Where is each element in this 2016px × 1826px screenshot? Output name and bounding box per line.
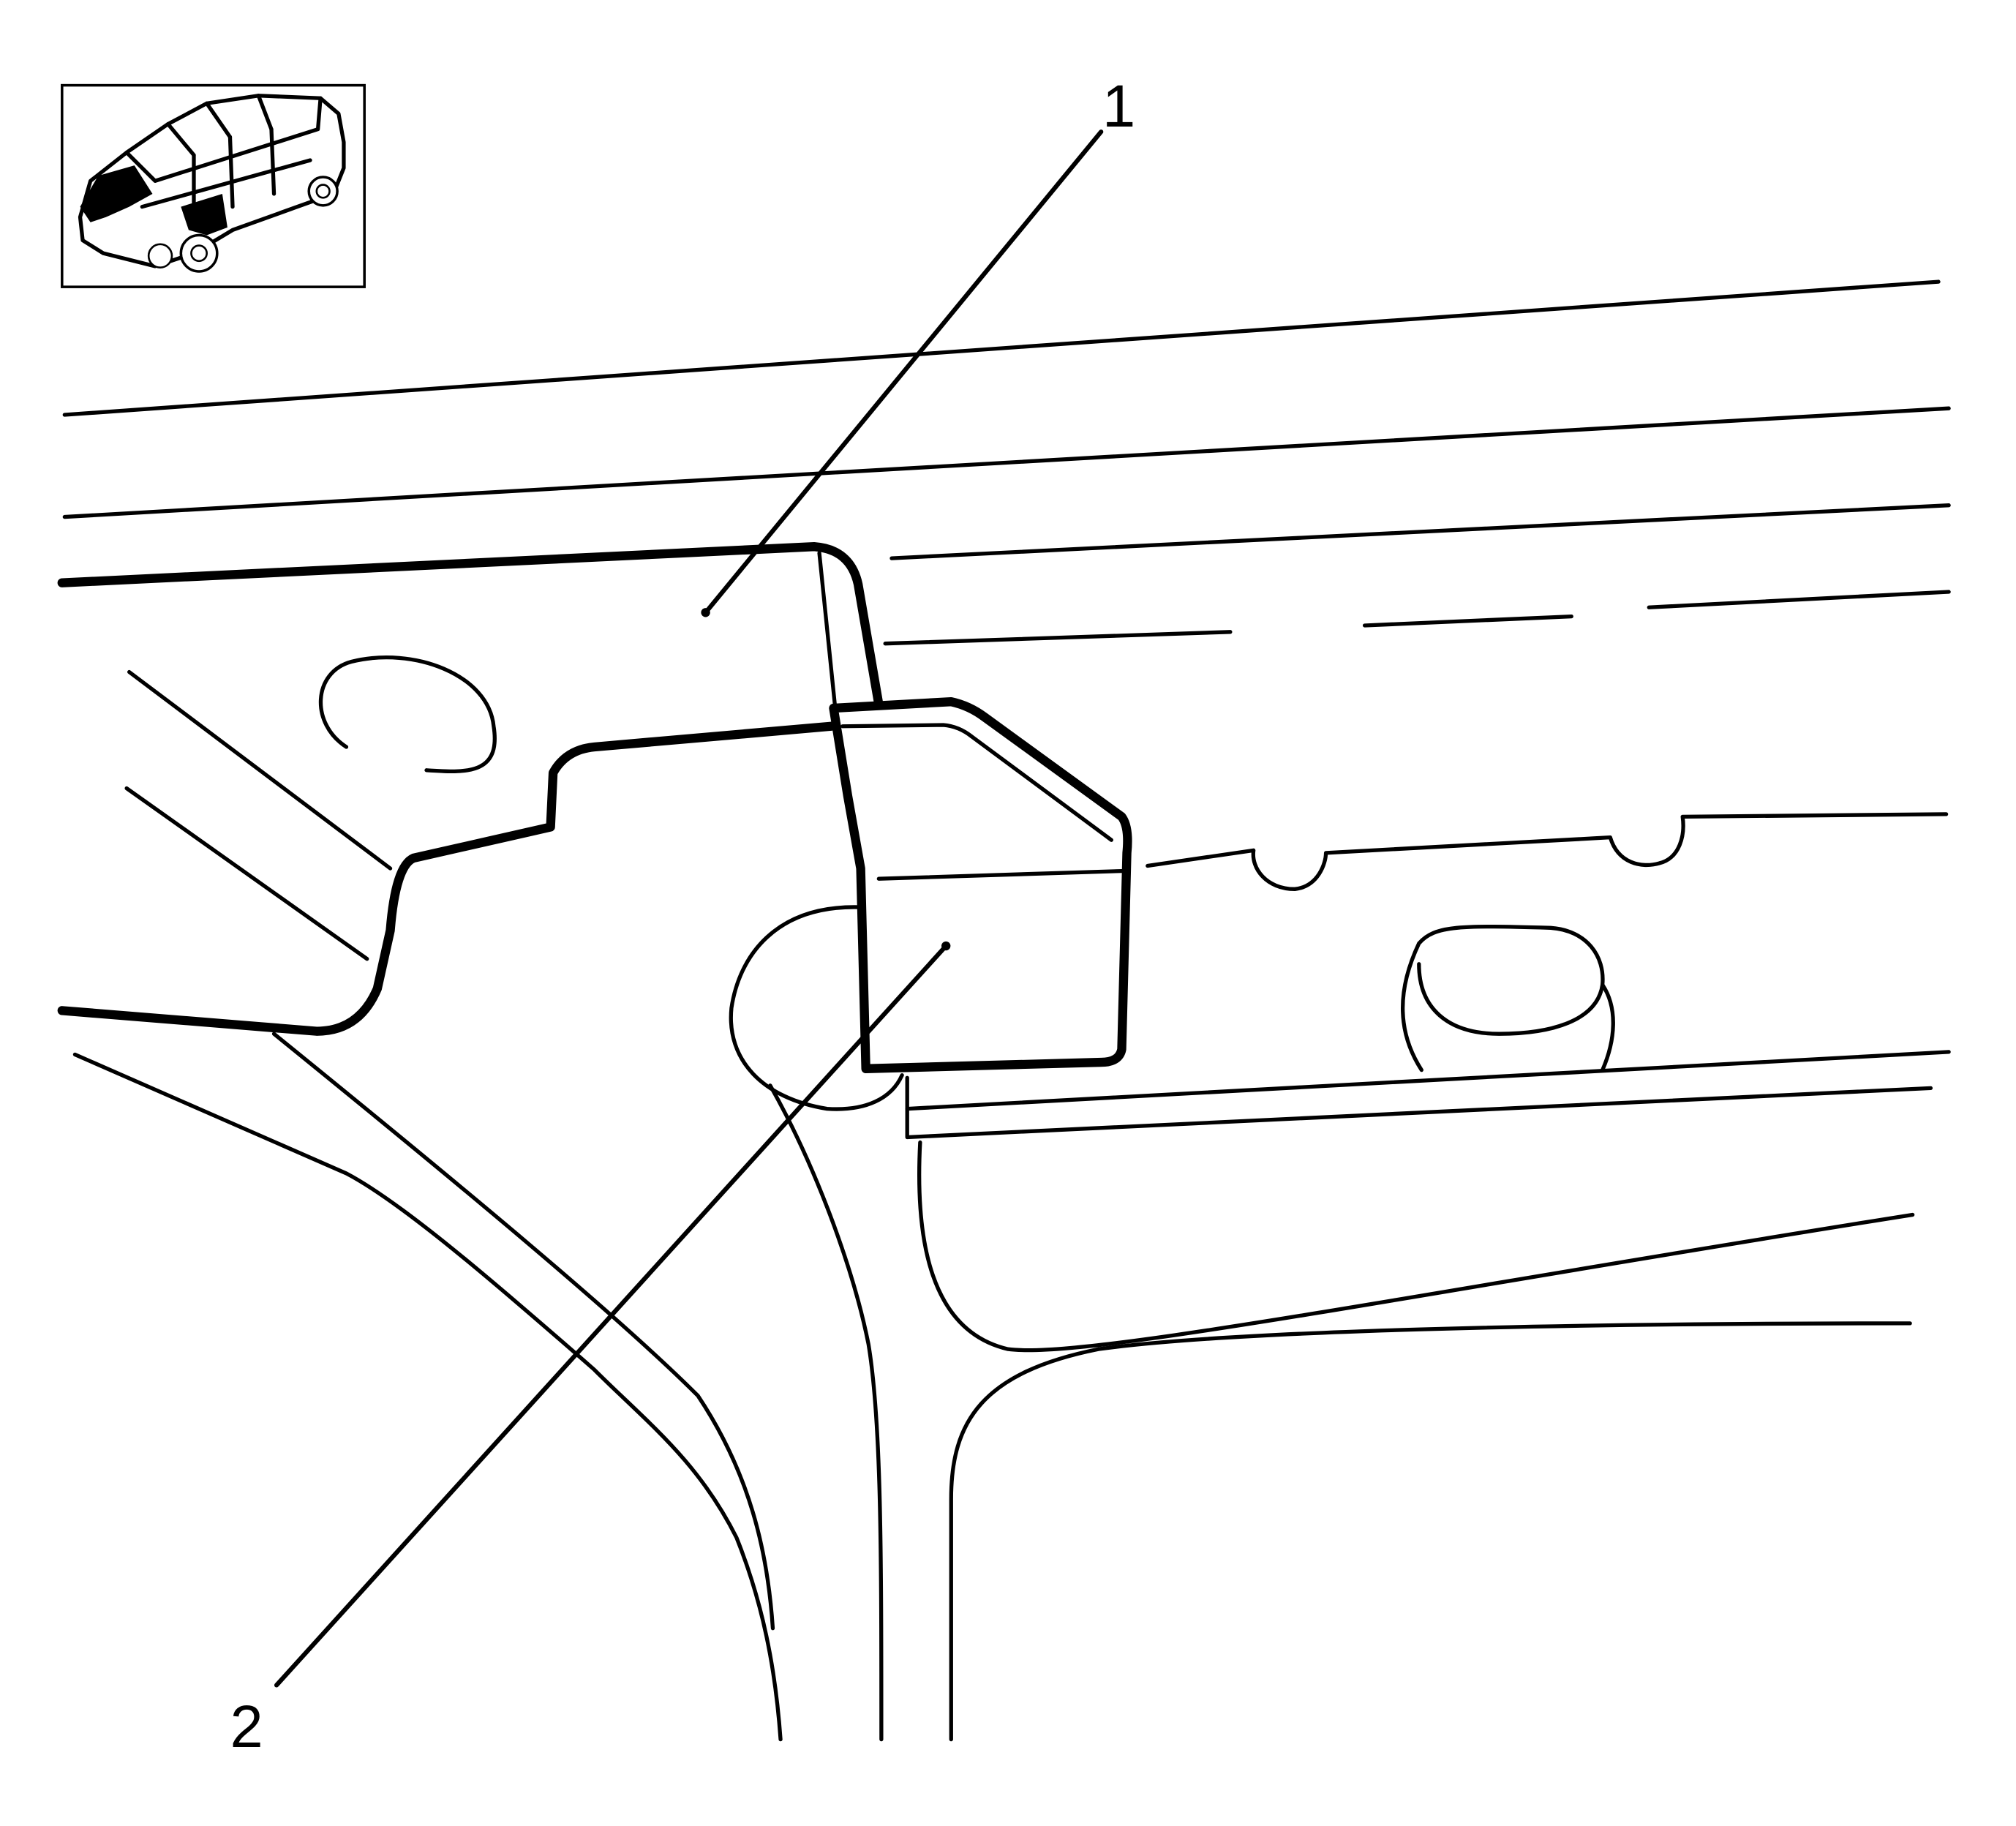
leader-dot-1 [701,608,710,617]
leader-dot-2 [941,941,951,951]
leader-line-1 [703,129,1104,615]
part-2-cover [829,697,1132,1074]
leader-lines [274,129,1104,1688]
right-body-panel [905,812,1951,1140]
background-panel-lines [62,279,1951,646]
part-1-bracket [57,542,884,1036]
leader-line-2 [274,943,949,1688]
lower-structure-lines [72,669,1915,1742]
callout-label-1: 1 [1102,73,1135,140]
vehicle-body-locator-icon [61,83,366,288]
callout-label-2: 2 [230,1694,263,1760]
